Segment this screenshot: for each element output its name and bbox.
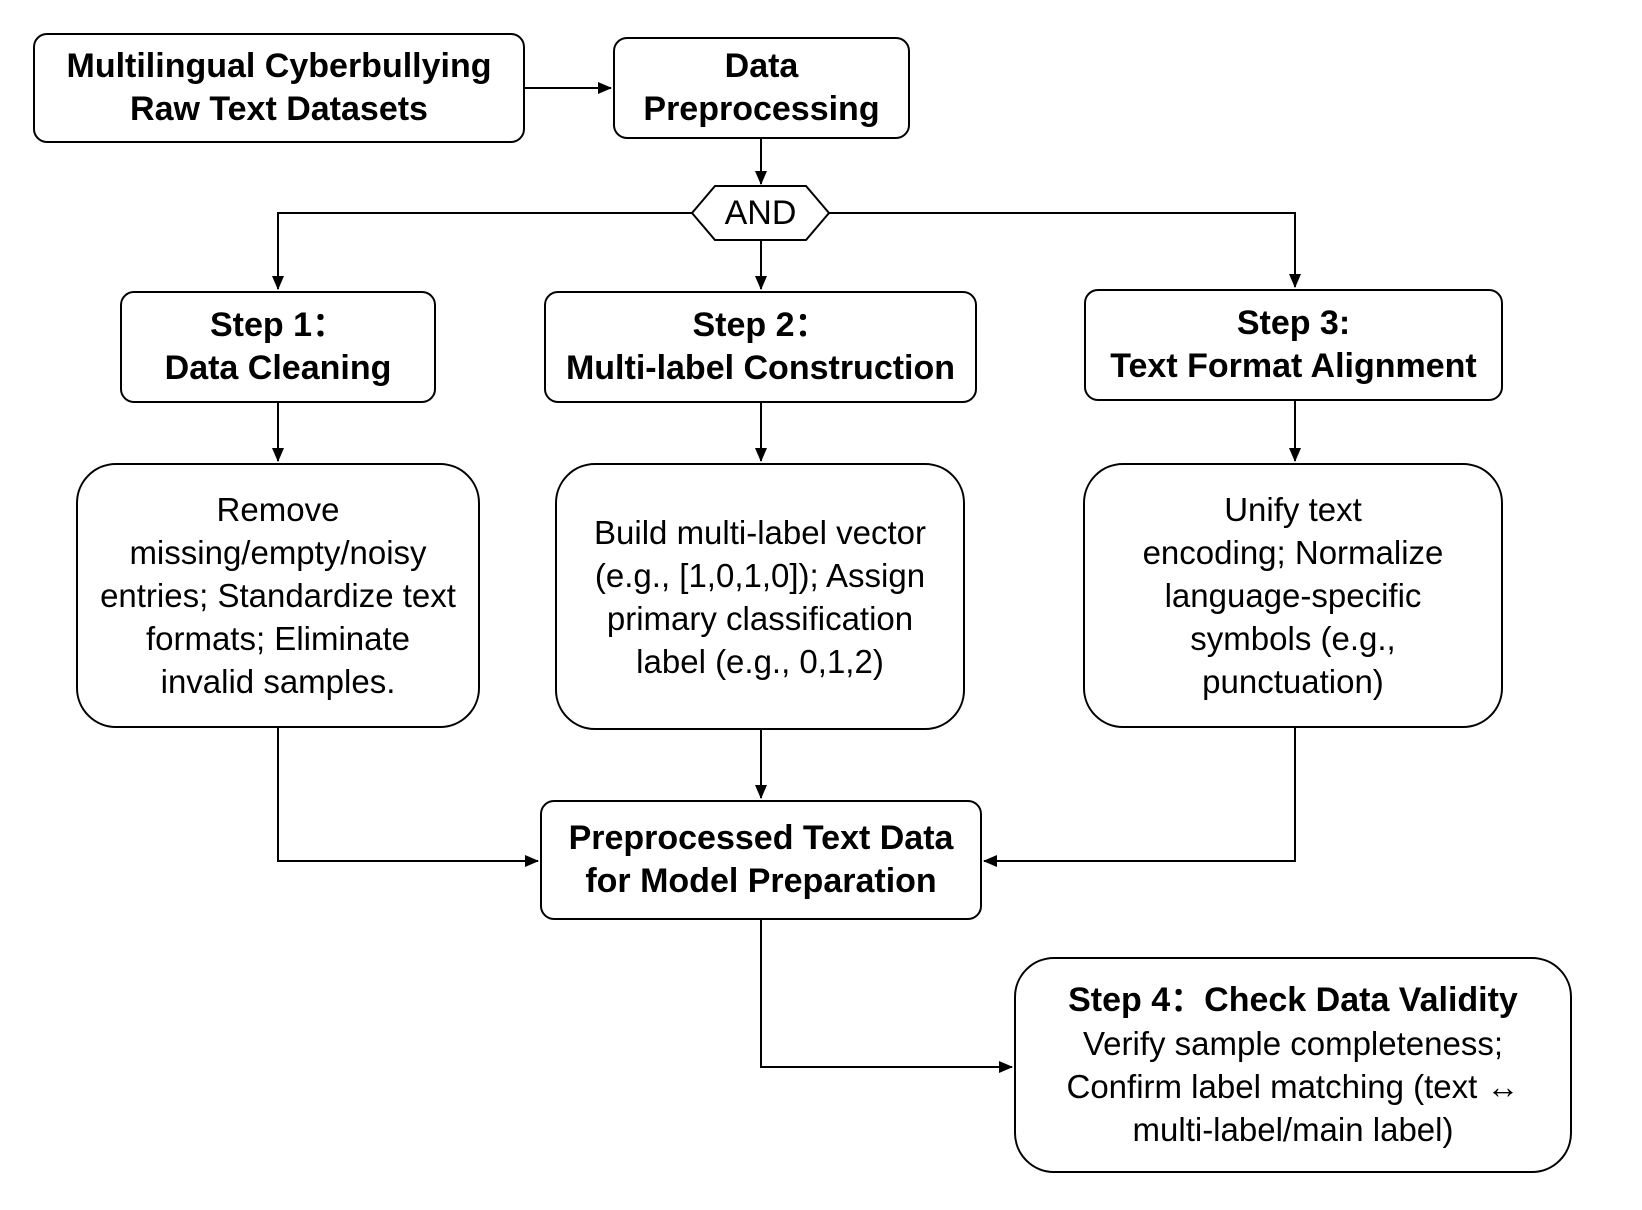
step3-details-node: Unify text encoding; Normalize language-… — [1083, 463, 1503, 728]
step4-title: Step 4：Check Data Validity — [1068, 981, 1518, 1019]
step2-title: Step 2： — [692, 306, 829, 344]
step1-title: Step 1： — [209, 306, 347, 344]
step2-details-node: Build multi-label vector (e.g., [1,0,1,0… — [555, 463, 965, 730]
data-preprocessing-node: Data Preprocessing — [613, 37, 910, 139]
data-preprocessing-line-2: Preprocessing — [643, 90, 880, 128]
step1-detail-line: entries; Standardize text — [100, 577, 456, 614]
step1-name: Data Cleaning — [164, 349, 392, 387]
arrow-details3-to-output — [983, 728, 1296, 867]
step2-detail-line: Build multi-label vector — [594, 513, 926, 551]
step3-detail-line: language-specific — [1164, 577, 1422, 614]
arrow-gate-to-step1 — [272, 212, 692, 290]
step3-node: Step 3: Text Format Alignment — [1084, 289, 1503, 401]
step1-detail-line: formats; Eliminate — [145, 620, 411, 657]
preprocessed-output-node: Preprocessed Text Data for Model Prepara… — [540, 800, 982, 920]
step1-detail-line: invalid samples. — [160, 663, 396, 700]
arrow-details1-to-output — [277, 728, 539, 867]
step2-detail-line: primary classification — [606, 599, 914, 637]
step3-detail-line: symbols (e.g., — [1190, 620, 1396, 657]
step1-detail-line: missing/empty/noisy — [129, 534, 427, 571]
step3-title: Step 3: — [1236, 304, 1351, 342]
raw-datasets-line-1: Multilingual Cyberbullying — [66, 47, 492, 85]
step4-detail-line: Verify sample completeness; — [1082, 1025, 1504, 1062]
step4-detail-line: Confirm label matching (text ↔ — [1066, 1068, 1520, 1105]
output-line-1: Preprocessed Text Data — [568, 819, 954, 857]
step1-detail-line: Remove — [216, 491, 340, 528]
step1-node: Step 1： Data Cleaning — [120, 291, 436, 403]
arrow-output-to-step4 — [760, 920, 1013, 1073]
and-gate-label: AND — [724, 193, 797, 232]
step4-validity-node: Step 4：Check Data Validity Verify sample… — [1014, 957, 1572, 1173]
step2-name: Multi-label Construction — [565, 349, 956, 387]
arrow-gate-to-step3 — [829, 212, 1301, 288]
data-preprocessing-line-1: Data — [724, 47, 799, 85]
step3-name: Text Format Alignment — [1110, 347, 1477, 385]
raw-datasets-node: Multilingual Cyberbullying Raw Text Data… — [33, 33, 525, 143]
step2-detail-line: label (e.g., 0,1,2) — [636, 642, 884, 680]
step3-detail-line: Unify text — [1224, 491, 1362, 528]
step2-detail-line: (e.g., [1,0,1,0]); Assign — [594, 556, 926, 594]
output-line-2: for Model Preparation — [585, 862, 937, 900]
step3-detail-line: encoding; Normalize — [1142, 534, 1444, 571]
step2-node: Step 2： Multi-label Construction — [544, 291, 977, 403]
raw-datasets-line-2: Raw Text Datasets — [130, 90, 428, 128]
step4-detail-line: multi-label/main label) — [1132, 1111, 1454, 1148]
step1-details-node: Remove missing/empty/noisy entries; Stan… — [76, 463, 480, 728]
step3-detail-line: punctuation) — [1202, 663, 1384, 700]
